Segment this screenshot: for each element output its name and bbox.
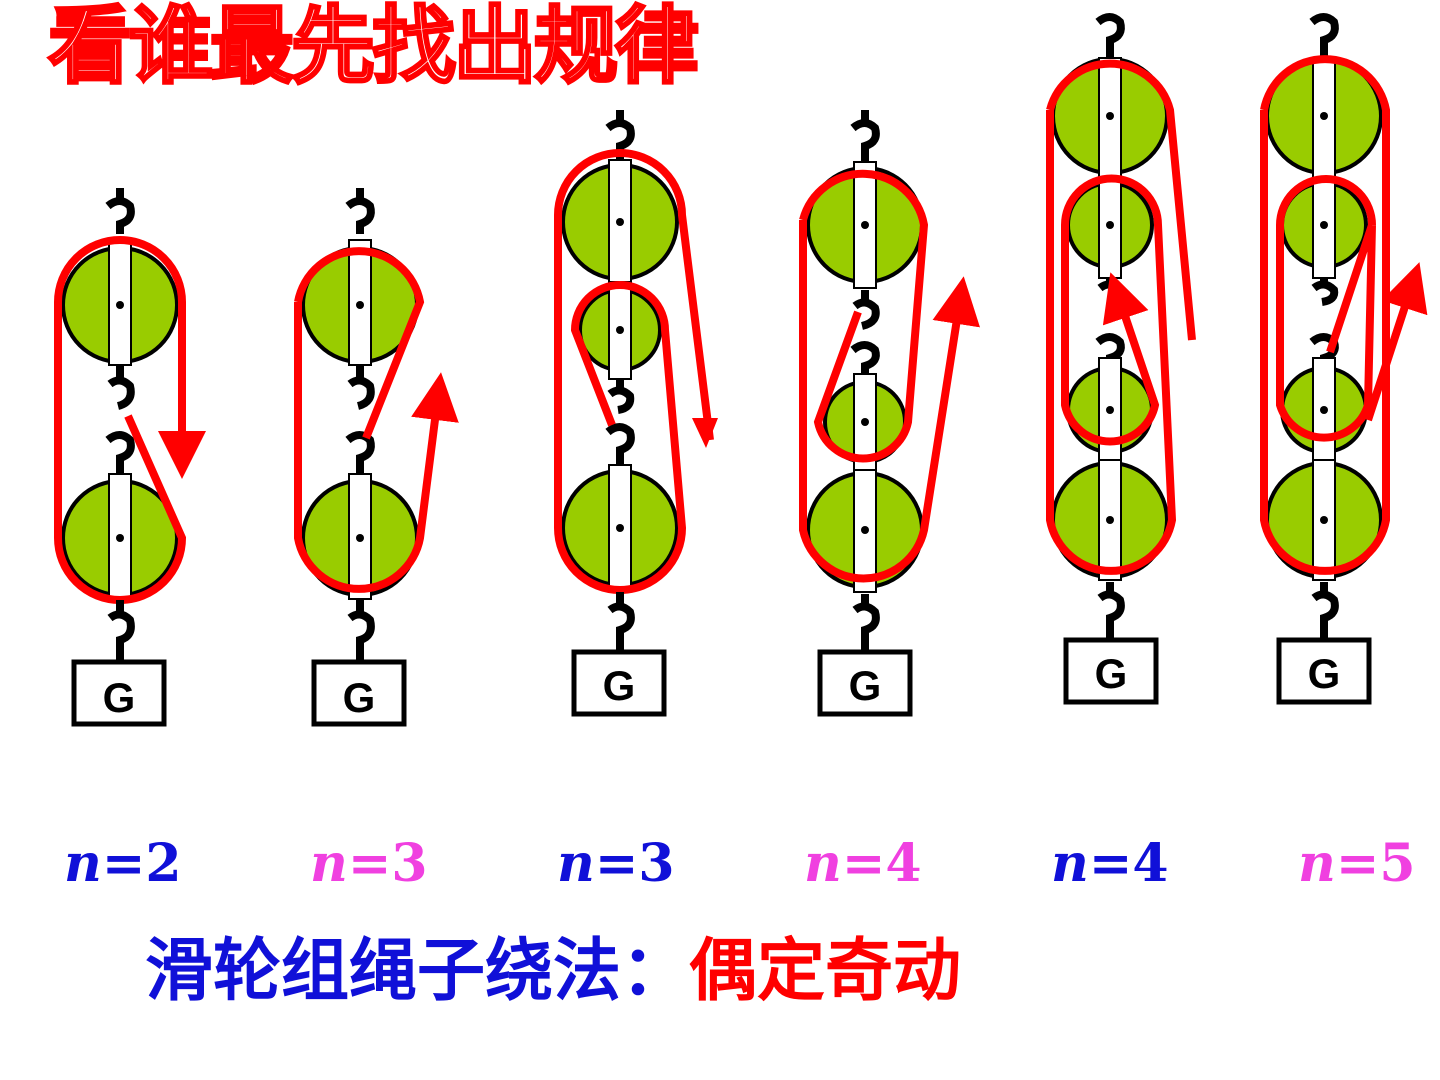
- rule-text: 滑轮组绳子绕法：偶定奇动: [145, 938, 961, 1006]
- pulley-system-5: G: [1046, 13, 1196, 705]
- n-label-3: n=3: [557, 838, 675, 890]
- n-label-2: n=3: [310, 838, 428, 890]
- n-value: =4: [1088, 833, 1169, 894]
- hook-icon: [1095, 333, 1125, 368]
- weight-label: G: [1308, 650, 1341, 697]
- hook-icon: [345, 188, 375, 234]
- pulley-system-3: G: [554, 110, 718, 717]
- pulley-icon: [561, 159, 679, 283]
- n-value: =4: [841, 833, 922, 894]
- hook-icon: [347, 600, 375, 662]
- pulley-system-6: G: [1260, 13, 1412, 705]
- weight-icon: [1276, 637, 1372, 705]
- arrow-icon: [692, 418, 718, 448]
- pulley-icon: [1051, 459, 1169, 581]
- hook-icon: [105, 188, 135, 234]
- pulley-icon: [301, 473, 419, 600]
- pulley-icon: [561, 464, 679, 591]
- pulley-system-4: G: [799, 110, 960, 717]
- weight-label: G: [1095, 650, 1128, 697]
- rope: [554, 149, 714, 594]
- page-title: 看谁最先找出规律: [46, 0, 700, 95]
- rope: [799, 169, 960, 583]
- weight-label: G: [343, 674, 376, 721]
- weight-label: G: [103, 674, 136, 721]
- hook-icon: [605, 110, 635, 160]
- hook-icon: [1311, 278, 1339, 306]
- weight-label: G: [603, 662, 636, 709]
- hook-icon: [345, 431, 375, 474]
- n-value: =2: [101, 833, 182, 894]
- pulley-icon: [578, 282, 662, 380]
- n-label-4: n=4: [804, 838, 922, 890]
- hook-icon: [107, 366, 135, 410]
- hook-icon: [605, 423, 635, 465]
- n-value: =3: [594, 833, 675, 894]
- pulley-system-1: G: [54, 188, 182, 727]
- n-label-5: n=4: [1051, 838, 1169, 890]
- rope: [1046, 59, 1196, 575]
- pulley-icon: [806, 469, 924, 593]
- pulley-icon: [823, 373, 907, 471]
- rope: [1260, 55, 1412, 575]
- hook-icon: [347, 366, 375, 410]
- hook-icon: [852, 594, 880, 652]
- hook-icon: [850, 110, 880, 162]
- weight-icon: [571, 649, 667, 717]
- weight-icon: [311, 659, 407, 727]
- hook-icon: [1309, 13, 1339, 58]
- n-symbol: n: [804, 833, 842, 894]
- hook-icon: [852, 290, 880, 330]
- weight-icon: [1063, 637, 1159, 705]
- pulley-icon: [61, 473, 179, 600]
- n-symbol: n: [310, 833, 348, 894]
- n-symbol: n: [1298, 833, 1336, 894]
- rope: [294, 247, 438, 593]
- weight-icon: [817, 649, 913, 717]
- hook-icon: [1311, 582, 1339, 640]
- weight-label: G: [849, 662, 882, 709]
- rule-prefix: 滑轮组绳子绕法：: [145, 932, 690, 1011]
- hook-icon: [105, 431, 135, 474]
- hook-icon: [607, 592, 635, 652]
- hook-icon: [607, 380, 635, 414]
- weight-icon: [71, 659, 167, 727]
- rule-highlight: 偶定奇动: [689, 932, 962, 1011]
- n-symbol: n: [64, 833, 102, 894]
- pulley-icon: [301, 239, 419, 366]
- hook-icon: [1097, 582, 1125, 640]
- pulley-icon: [806, 161, 924, 289]
- n-value: =3: [347, 833, 428, 894]
- hook-icon: [107, 600, 135, 662]
- pulley-system-2: G: [294, 188, 438, 727]
- n-symbol: n: [557, 833, 595, 894]
- n-value: =5: [1335, 833, 1416, 894]
- hook-icon: [850, 341, 880, 374]
- n-label-1: n=2: [64, 838, 182, 890]
- hook-icon: [1095, 13, 1125, 58]
- n-label-6: n=5: [1298, 838, 1416, 890]
- pulley-icon: [61, 239, 179, 366]
- n-symbol: n: [1051, 833, 1089, 894]
